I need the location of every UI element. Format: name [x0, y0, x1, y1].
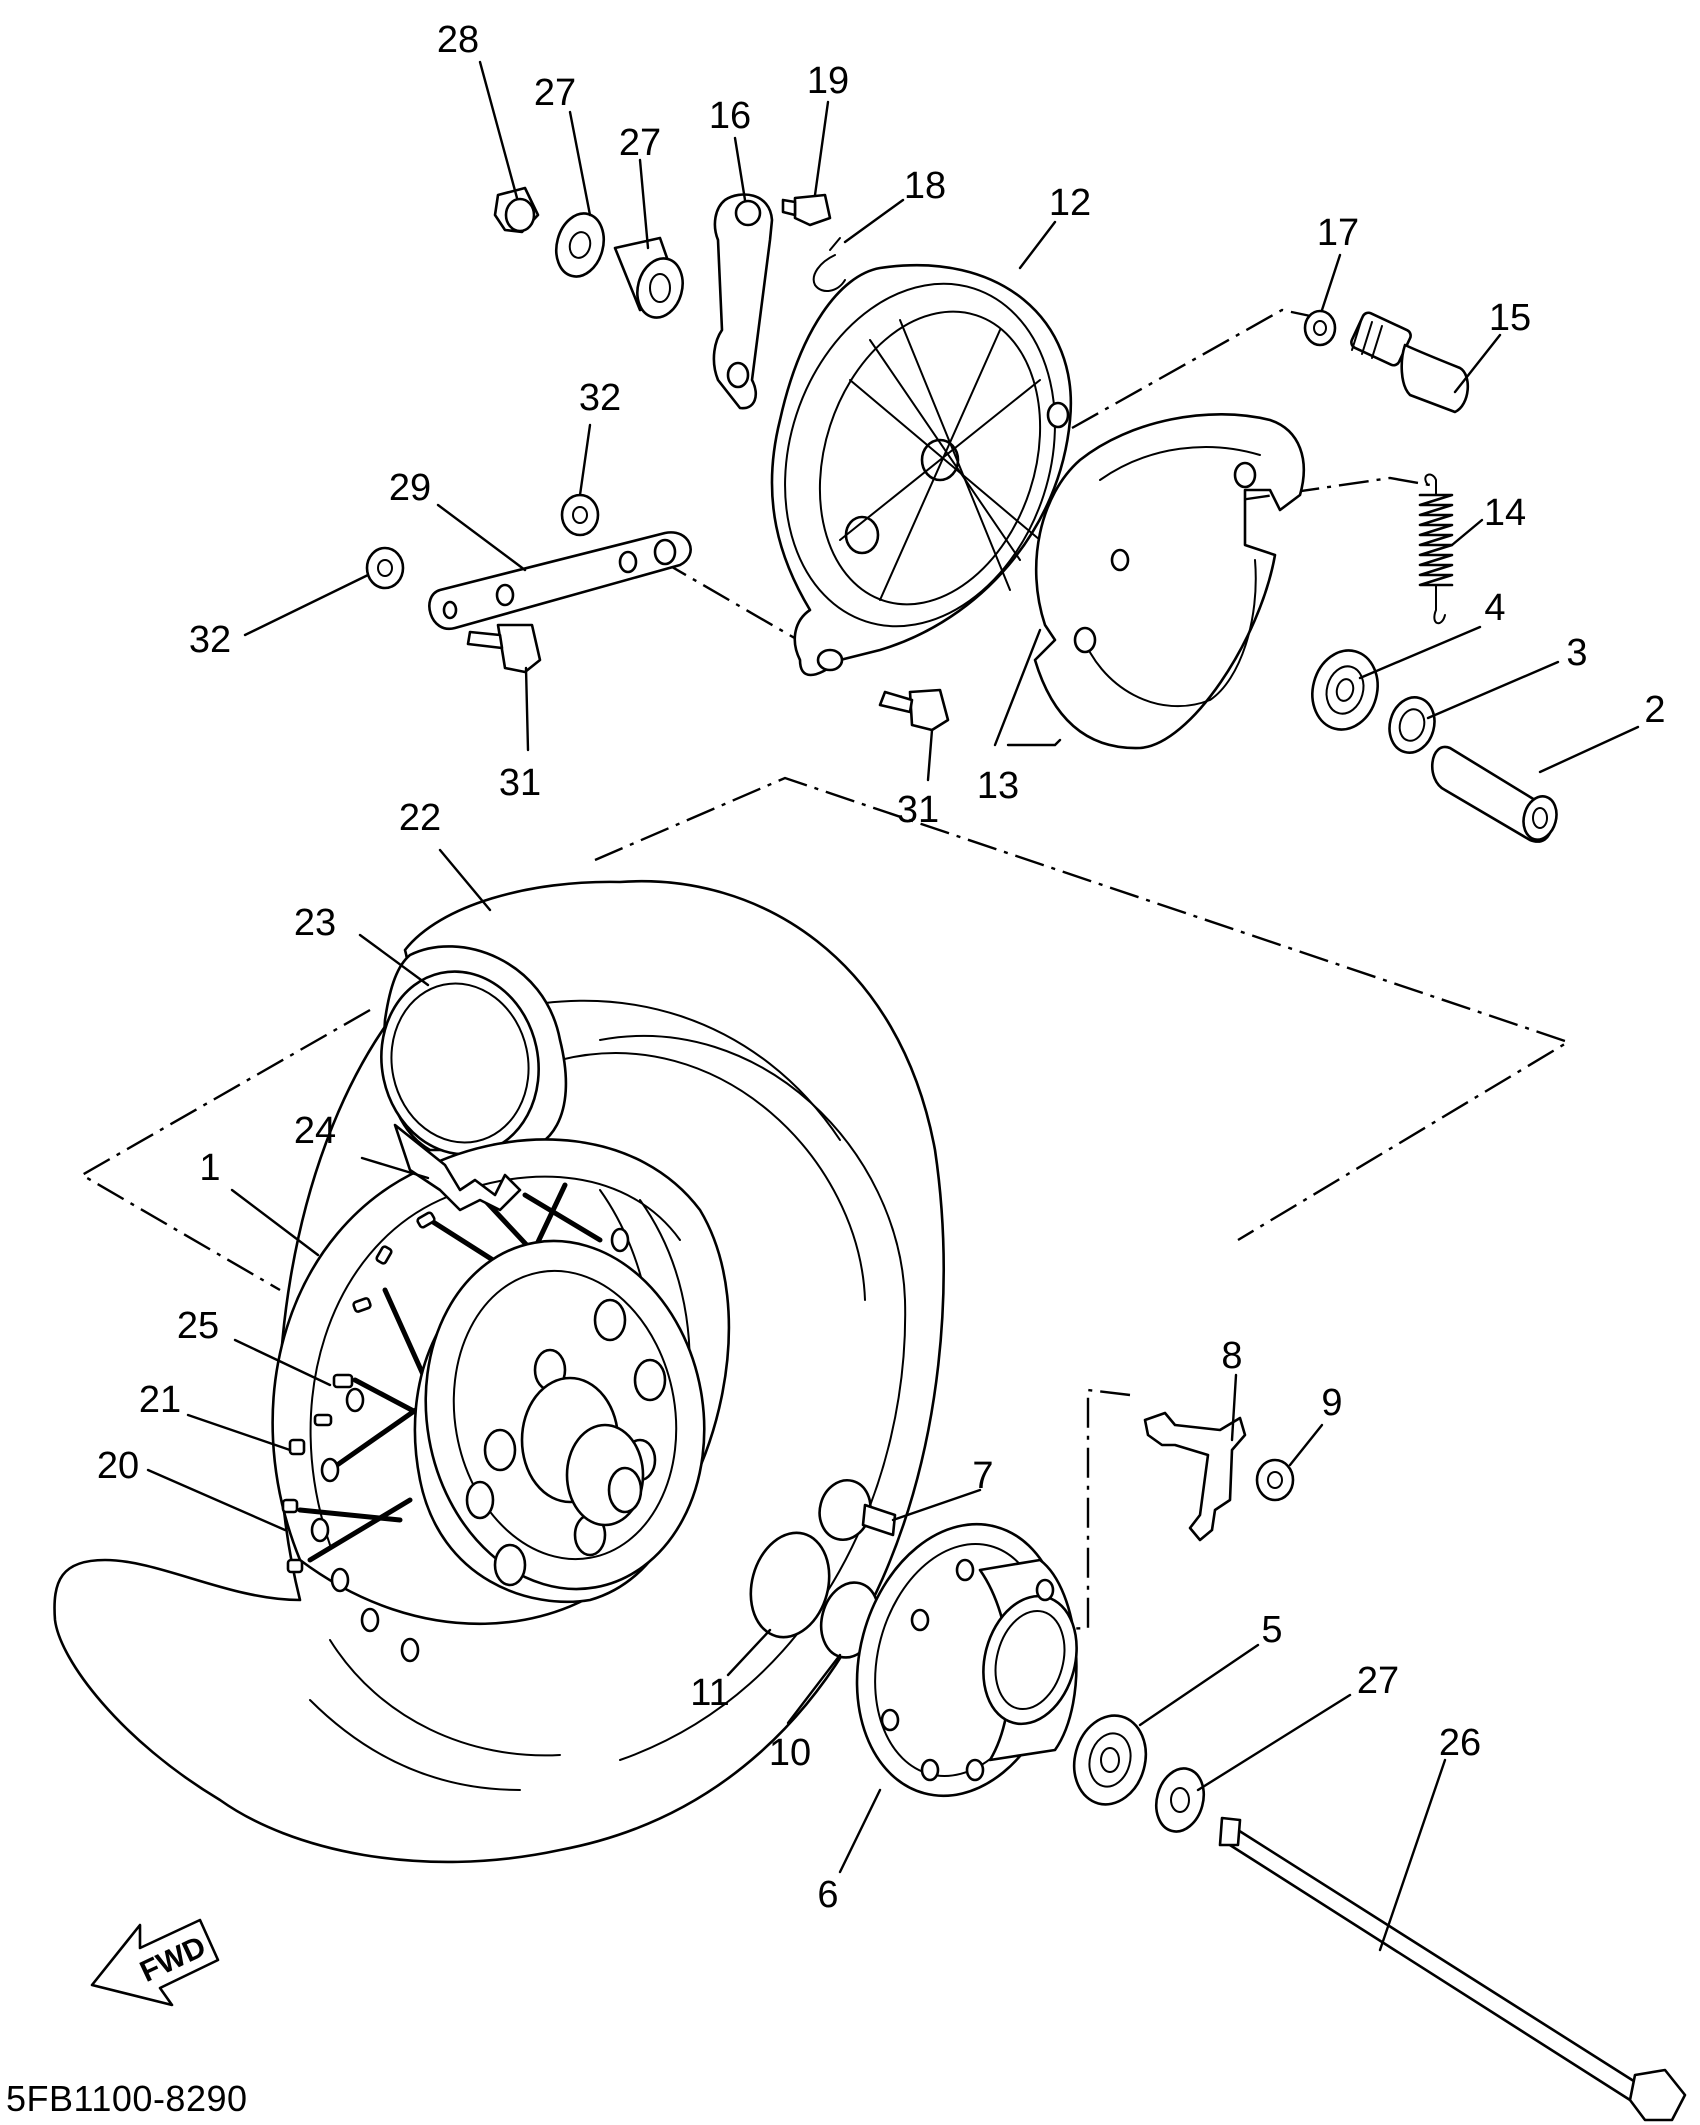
- callout-p3: 3: [1566, 632, 1587, 674]
- axle-26: [1218, 1816, 1687, 2122]
- callout-p27a: 27: [534, 72, 576, 114]
- callout-p30: 29: [389, 467, 431, 509]
- callout-p25: 25: [177, 1305, 219, 1347]
- collar-28: [613, 236, 684, 319]
- brake-camshaft: [1350, 311, 1469, 414]
- callout-p20: 20: [97, 1445, 139, 1487]
- bearing-4: [1311, 649, 1379, 731]
- spokes: [297, 1182, 603, 1563]
- callout-p1: 1: [199, 1147, 220, 1189]
- bolt-31-right: [878, 688, 950, 732]
- callout-p15: 15: [1489, 297, 1531, 339]
- tube: [380, 945, 568, 1156]
- callout-p10: 10: [769, 1732, 811, 1774]
- callout-p31b: 31: [897, 789, 939, 831]
- rim-holes: [310, 1227, 630, 1663]
- callout-p14: 14: [1484, 492, 1526, 534]
- callout-p12: 12: [1049, 182, 1091, 224]
- callout-p19: 19: [807, 60, 849, 102]
- nut-32-left: [365, 546, 405, 590]
- callout-p21: 21: [139, 1379, 181, 1421]
- callout-p9: 9: [1321, 1382, 1342, 1424]
- brake-shoes: [1033, 413, 1305, 750]
- spacer-2: [1431, 745, 1558, 843]
- nut-29: [493, 186, 540, 234]
- callout-p4: 4: [1484, 587, 1505, 629]
- balancer-weight: [818, 1479, 897, 1541]
- callout-p28: 27: [619, 122, 661, 164]
- callout-p13: 13: [977, 765, 1019, 807]
- tension-bar: [428, 531, 692, 631]
- callout-p11: 11: [690, 1672, 729, 1714]
- callout-p27b: 27: [1357, 1660, 1399, 1702]
- part-callouts: 28 27 27 16 19 18 12 17 15 32 29 14 4 32…: [97, 19, 1666, 1916]
- callout-p31a: 31: [499, 762, 541, 804]
- oil-seal-3: [1388, 696, 1436, 754]
- bearing-5: [1072, 1714, 1148, 1806]
- brake-spring: [1418, 473, 1454, 625]
- callout-p16: 16: [709, 95, 751, 137]
- pin-18: [812, 237, 846, 292]
- callout-p17: 17: [1317, 212, 1359, 254]
- washer-27-lower: [1154, 1767, 1206, 1833]
- cam-lever: [712, 193, 774, 410]
- callout-p26: 26: [1439, 1722, 1481, 1764]
- callout-p2: 2: [1644, 689, 1665, 731]
- nut-32-upper: [560, 493, 600, 537]
- callout-p24: 24: [294, 1110, 336, 1152]
- callout-p8: 8: [1221, 1335, 1242, 1377]
- wheel-hub: [413, 1239, 706, 1604]
- callout-p5: 5: [1261, 1609, 1282, 1651]
- leader-lines: [146, 60, 1640, 1952]
- brake-plate: [770, 263, 1073, 677]
- washer-17: [1303, 309, 1337, 347]
- rim-strip: [393, 1123, 522, 1212]
- clutch-hub: [855, 1522, 1078, 1798]
- bolt-31-left: [466, 623, 542, 674]
- locking-washer-8: [1143, 1411, 1247, 1542]
- callout-p23: 23: [294, 902, 336, 944]
- diagram-code: 5FB1100-8290: [6, 2078, 248, 2119]
- callout-p29: 28: [437, 19, 479, 61]
- callout-p32a: 32: [579, 377, 621, 419]
- spoke-nipples: [281, 1211, 436, 1574]
- circlip-11: [749, 1531, 831, 1639]
- forward-direction-arrow: FWD: [90, 1918, 220, 2007]
- bolt-19: [781, 193, 832, 227]
- callout-p6: 6: [817, 1874, 838, 1916]
- callout-p18: 18: [904, 165, 946, 207]
- nut-9: [1255, 1458, 1295, 1502]
- washer-27-upper: [554, 212, 606, 278]
- callout-p32b: 32: [189, 619, 231, 661]
- callout-p7: 7: [972, 1455, 993, 1497]
- callout-p22: 22: [399, 797, 441, 839]
